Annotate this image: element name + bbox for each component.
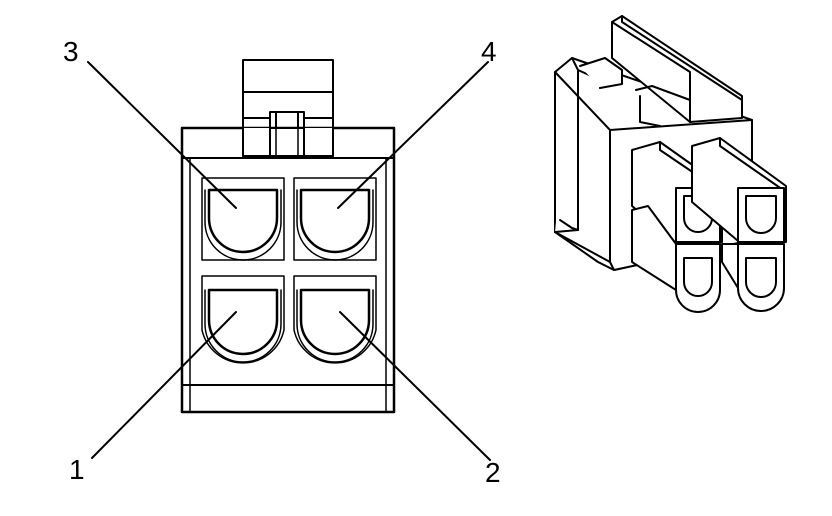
pin-cavity-4 bbox=[293, 177, 377, 261]
pin-label-3: 3 bbox=[63, 36, 79, 67]
leader-lines bbox=[87, 61, 491, 461]
iso-pin-tower-lower bbox=[631, 205, 785, 313]
connector-iso-view bbox=[554, 15, 787, 313]
connector-front-view bbox=[87, 59, 491, 461]
leader-line-2 bbox=[339, 311, 491, 461]
pin-cavity-2 bbox=[293, 275, 377, 364]
iso-pin-tower-upper bbox=[631, 137, 787, 247]
leader-line-3 bbox=[87, 61, 237, 209]
pin-cavity-3 bbox=[201, 177, 285, 261]
leader-line-4 bbox=[337, 61, 489, 209]
pin-label-2: 2 bbox=[485, 457, 501, 488]
pin-label-1: 1 bbox=[69, 454, 85, 485]
connector-housing bbox=[180, 126, 396, 414]
leader-line-1 bbox=[91, 311, 237, 459]
pin-label-4: 4 bbox=[481, 36, 497, 67]
